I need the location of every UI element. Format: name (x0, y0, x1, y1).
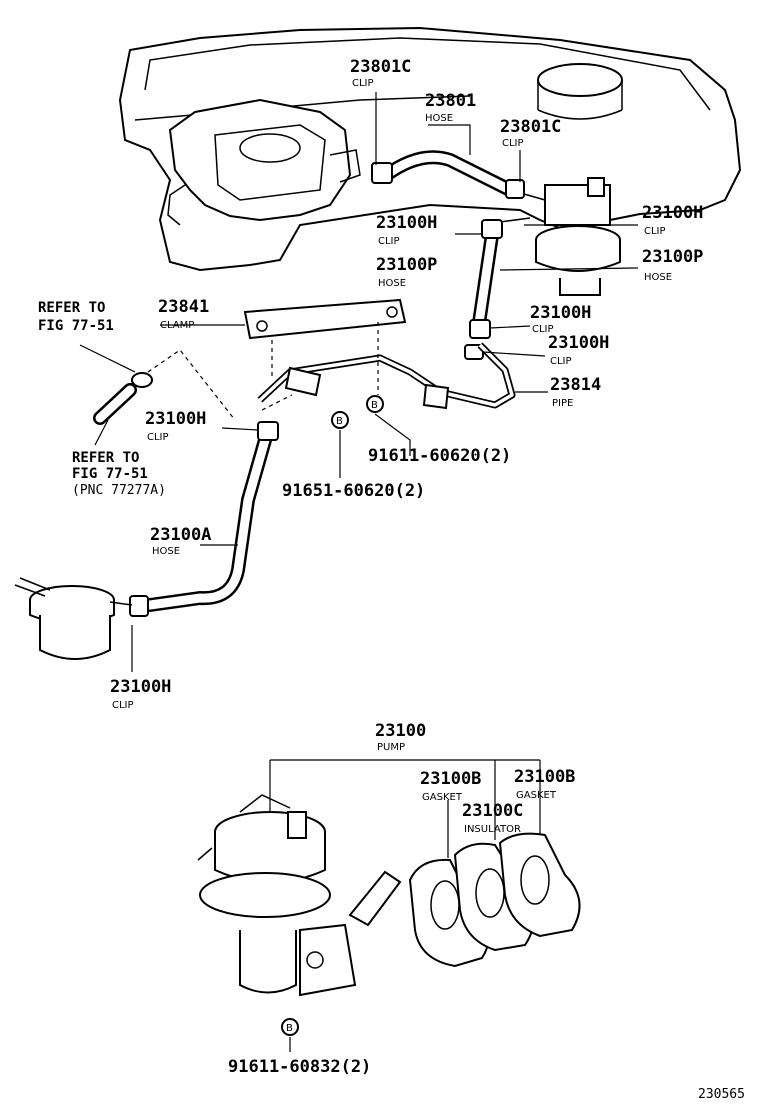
label-23100h-a: 23100H CLIP (376, 213, 437, 247)
svg-text:REFER TO: REFER TO (72, 450, 139, 466)
pipe-23814 (257, 342, 516, 410)
svg-text:CLIP: CLIP (147, 432, 169, 443)
svg-text:INSULATOR: INSULATOR (464, 824, 521, 835)
label-23100p-left: 23100P HOSE (376, 255, 437, 289)
label-23100h-e: 23100H CLIP (145, 409, 206, 443)
svg-text:23100P: 23100P (376, 255, 437, 275)
svg-text:PUMP: PUMP (377, 742, 405, 753)
fuel-filter (14, 577, 133, 660)
svg-text:23801C: 23801C (350, 57, 411, 77)
svg-text:23100H: 23100H (376, 213, 437, 233)
svg-text:23841: 23841 (158, 297, 209, 317)
svg-text:(PNC 77277A): (PNC 77277A) (72, 483, 166, 498)
clip-23801c-left (371, 162, 393, 184)
label-23100b-right: 23100B GASKET (514, 767, 575, 801)
label-23814: 23814 PIPE (550, 375, 601, 409)
svg-text:23100B: 23100B (514, 767, 575, 787)
svg-text:23100H: 23100H (548, 333, 609, 353)
svg-text:CLIP: CLIP (550, 356, 572, 367)
label-23100c: 23100C INSULATOR (462, 801, 523, 835)
refer-note-top: REFER TO FIG 77-51 (38, 300, 114, 334)
label-23100h-c: 23100H CLIP (530, 303, 591, 335)
svg-text:23814: 23814 (550, 375, 601, 395)
label-bolt-91611-60620: 91611-60620(2) (368, 446, 511, 466)
label-23841: 23841 CLAMP (158, 297, 209, 331)
clip-23100h-top (481, 219, 503, 239)
svg-text:23100A: 23100A (150, 525, 211, 545)
svg-text:HOSE: HOSE (152, 546, 180, 557)
label-23100h-b: 23100H CLIP (642, 203, 703, 237)
svg-text:23100P: 23100P (642, 247, 703, 267)
label-23100p-right: 23100P HOSE (642, 247, 703, 283)
svg-text:23100C: 23100C (462, 801, 523, 821)
svg-text:23100H: 23100H (110, 677, 171, 697)
clip-23100h-mid (469, 319, 491, 339)
svg-text:CLIP: CLIP (644, 226, 666, 237)
label-23100h-d: 23100H CLIP (548, 333, 609, 367)
svg-text:B: B (286, 1023, 293, 1034)
svg-text:HOSE: HOSE (378, 278, 406, 289)
bolt-marker-91611-lower: B (281, 1018, 299, 1036)
label-23100b-left: 23100B GASKET (420, 769, 481, 803)
bolt-marker-91611-upper: B (366, 395, 384, 413)
svg-text:GASKET: GASKET (516, 790, 557, 801)
svg-text:23100: 23100 (375, 721, 426, 741)
label-23801: 23801 HOSE (425, 91, 476, 124)
clip-23801c-right (505, 179, 525, 199)
svg-text:23100B: 23100B (420, 769, 481, 789)
svg-text:23100H: 23100H (530, 303, 591, 323)
svg-text:REFER TO: REFER TO (38, 300, 105, 316)
svg-text:23801C: 23801C (500, 117, 561, 137)
svg-text:B: B (371, 400, 378, 411)
clip-23100h-bottom (129, 595, 149, 617)
svg-text:CLAMP: CLAMP (160, 320, 194, 331)
svg-text:CLIP: CLIP (112, 700, 134, 711)
label-bolt-91611-60832: 91611-60832(2) (228, 1057, 371, 1077)
svg-text:PIPE: PIPE (552, 398, 573, 409)
label-23100-pump: 23100 PUMP (375, 721, 426, 753)
svg-text:CLIP: CLIP (352, 78, 374, 89)
figure-id: 230565 (698, 1087, 745, 1102)
refer-note-bottom: REFER TO FIG 77-51 (PNC 77277A) (72, 450, 166, 498)
svg-text:CLIP: CLIP (532, 324, 554, 335)
svg-text:GASKET: GASKET (422, 792, 463, 803)
clamp-23841 (243, 298, 407, 340)
engine-illustration (118, 26, 742, 296)
label-23801c-right: 23801C CLIP (500, 117, 561, 149)
svg-text:FIG 77-51: FIG 77-51 (72, 466, 148, 482)
fuel-pump (197, 794, 402, 997)
hose-23100p (471, 217, 531, 337)
svg-text:FIG 77-51: FIG 77-51 (38, 318, 114, 334)
label-bolt-91651-60620: 91651-60620(2) (282, 481, 425, 501)
gasket-23100b-right (498, 832, 581, 938)
bolt-marker-91651: B (331, 411, 349, 429)
label-23801c-top: 23801C CLIP (350, 57, 411, 89)
svg-text:HOSE: HOSE (425, 113, 453, 124)
svg-text:HOSE: HOSE (644, 272, 672, 283)
label-23100a: 23100A HOSE (150, 525, 211, 557)
label-23100h-f: 23100H CLIP (110, 677, 171, 711)
svg-text:23100H: 23100H (642, 203, 703, 223)
leader-lines (79, 92, 639, 1052)
hose-23100a (143, 433, 272, 612)
clip-23100h-left (257, 421, 279, 441)
referenced-hose (93, 372, 153, 425)
svg-text:CLIP: CLIP (378, 236, 400, 247)
svg-text:CLIP: CLIP (502, 138, 524, 149)
svg-text:23100H: 23100H (145, 409, 206, 429)
svg-text:23801: 23801 (425, 91, 476, 111)
svg-text:B: B (336, 416, 343, 427)
